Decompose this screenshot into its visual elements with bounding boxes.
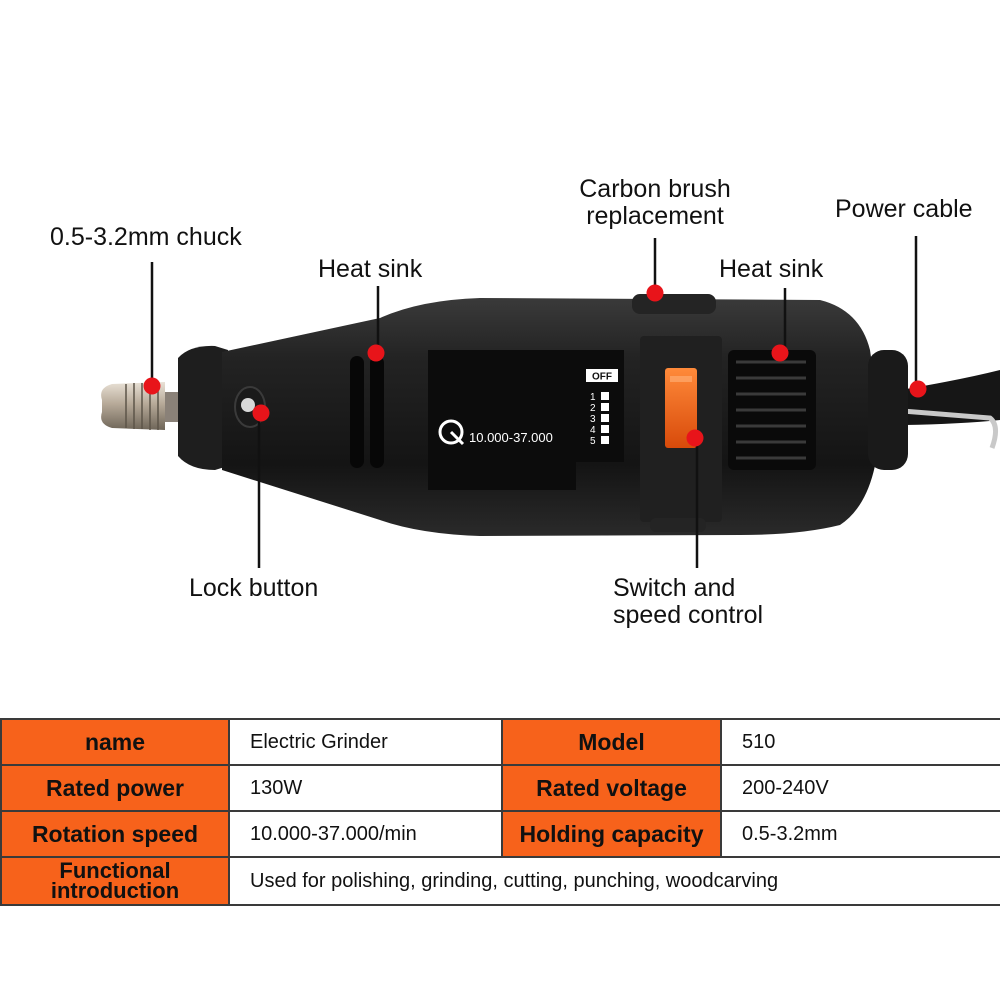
callout-heat-sink-front: Heat sink (318, 255, 423, 283)
speed-number: 1 (590, 392, 596, 403)
chuck-collet (101, 382, 165, 430)
spec-value-voltage: 200-240V (720, 764, 1000, 812)
speed-number: 2 (590, 403, 596, 414)
spec-value-model: 510 (720, 718, 1000, 766)
spec-row: name Electric Grinder Model 510 (0, 718, 1000, 766)
callout-heat-sink-rear: Heat sink (719, 255, 824, 283)
speed-square (601, 392, 609, 400)
speed-number: 4 (590, 425, 596, 436)
callout-power-cable: Power cable (835, 195, 973, 223)
spec-value-name: Electric Grinder (228, 718, 503, 766)
rear-cap (868, 350, 908, 470)
speed-range-text: 10.000-37.000 (469, 430, 553, 445)
spec-value-function: Used for polishing, grinding, cutting, p… (228, 856, 1000, 906)
spec-value-speed: 10.000-37.000/min (228, 810, 503, 858)
speed-switch-shape (665, 368, 697, 448)
spec-value-power: 130W (228, 764, 503, 812)
hanger-hook (889, 407, 998, 449)
speed-logo (438, 419, 465, 446)
spec-value-capacity: 0.5-3.2mm (720, 810, 1000, 858)
spec-row: Functional introduction Used for polishi… (0, 856, 1000, 906)
callout-switch: Switch and speed control (613, 574, 764, 629)
speed-square (601, 414, 609, 422)
carbon-brush-cap (632, 294, 716, 314)
spec-row: Rated power 130W Rated voltage 200-240V (0, 764, 1000, 812)
spec-key-function: Functional introduction (0, 856, 230, 906)
leader-lines (150, 236, 918, 568)
spec-key-power: Rated power (0, 764, 230, 812)
spec-key-speed: Rotation speed (0, 810, 230, 858)
speed-number: 3 (590, 414, 596, 425)
lock-button-shape (241, 398, 255, 412)
spec-key-voltage: Rated voltage (501, 764, 722, 812)
callout-chuck: 0.5-3.2mm chuck (50, 223, 242, 251)
spec-key-model: Model (501, 718, 722, 766)
callout-carbon-brush: Carbon brush replacement (579, 175, 731, 230)
off-label: OFF (592, 372, 612, 383)
callout-lock-button: Lock button (189, 574, 319, 602)
speed-number: 5 (590, 436, 596, 447)
speed-square (601, 436, 609, 444)
spec-key-name: name (0, 718, 230, 766)
speed-square (601, 425, 609, 433)
spec-table: name Electric Grinder Model 510 Rated po… (0, 718, 1000, 906)
nose-cap (178, 345, 228, 470)
spec-key-capacity: Holding capacity (501, 810, 722, 858)
speed-square (601, 403, 609, 411)
red-markers (143, 284, 927, 447)
spec-row: Rotation speed 10.000-37.000/min Holding… (0, 810, 1000, 858)
